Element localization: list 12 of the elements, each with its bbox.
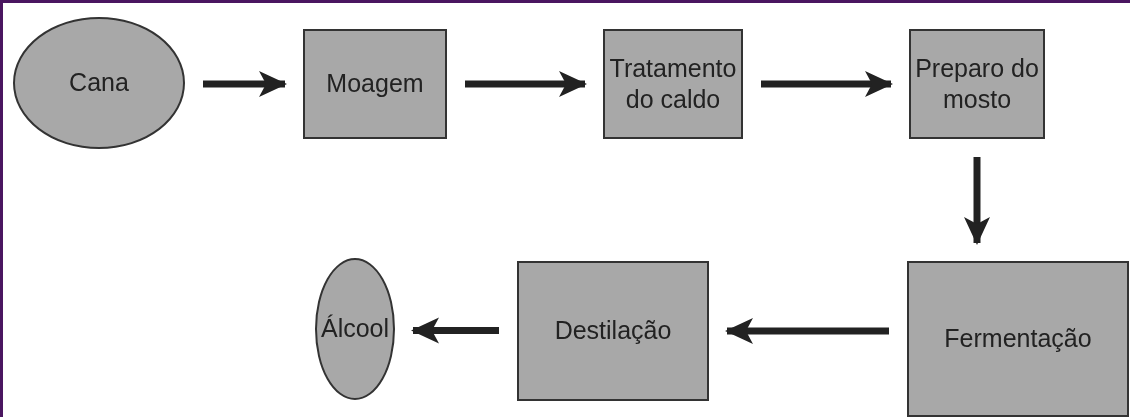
node-label: Cana — [69, 67, 129, 99]
process-box — [909, 29, 1045, 139]
node-label: Fermentação — [944, 323, 1092, 355]
node-label: Destilação — [554, 315, 672, 347]
process-box — [907, 261, 1129, 417]
process-box — [517, 261, 709, 401]
process-box — [603, 29, 743, 139]
node-label: Moagem — [326, 68, 424, 100]
node-label: Tratamento do caldo — [609, 52, 737, 115]
node-label: Preparo do mosto — [915, 52, 1039, 115]
node-label: Álcool — [320, 313, 390, 345]
process-box — [303, 29, 447, 139]
